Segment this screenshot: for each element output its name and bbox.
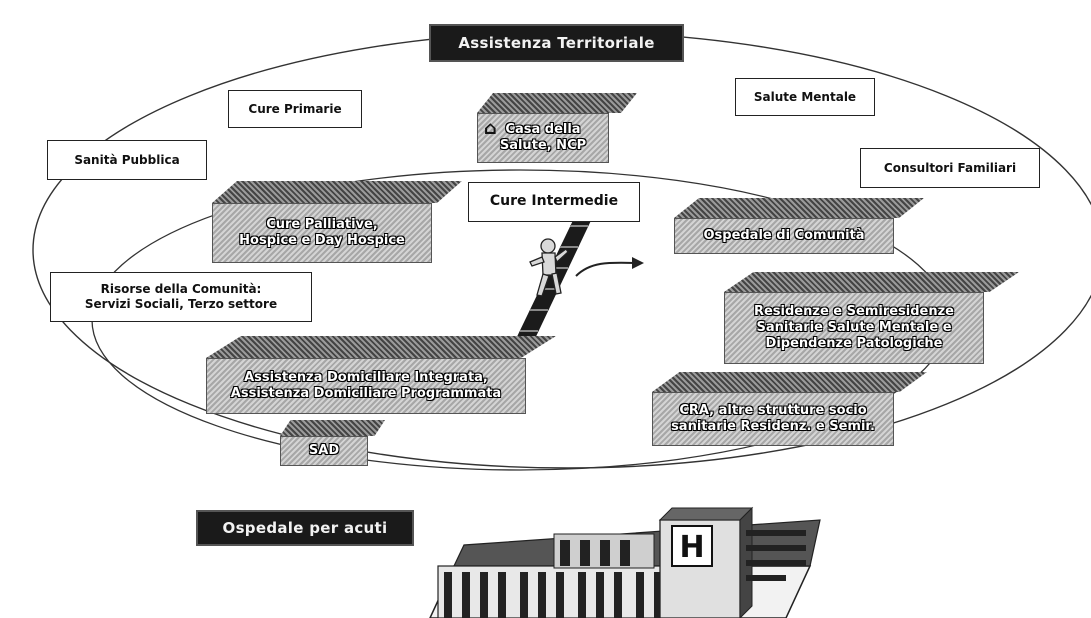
residenze-line1: Residenze e Semiresidenze [753,303,954,319]
cure-intermedie-label: Cure Intermedie [468,182,640,222]
risorse-comunita-label: Risorse della Comunità: Servizi Sociali,… [50,272,312,322]
residenze-line2: Sanitarie Salute Mentale e [756,319,952,335]
diagram-title: Assistenza Territoriale [429,24,684,62]
cure-primarie-label: Cure Primarie [228,90,362,128]
ospedale-comunita-text: Ospedale di Comunità [703,227,865,243]
consultori-familiari-label: Consultori Familiari [860,148,1040,188]
hospital-building-icon: H [429,506,821,618]
risorse-comunita-line2: Servizi Sociali, Terzo settore [84,297,278,311]
residenze-building: Residenze e Semiresidenze Sanitarie Salu… [724,272,1024,364]
cra-line1: CRA, altre strutture socio [679,402,867,418]
risorse-comunita-line1: Risorse della Comunità: [100,282,262,296]
diagram-title-text: Assistenza Territoriale [458,33,655,52]
adi-line2: Assistenza Domiciliare Programmata [230,386,502,401]
arrow-icon [575,257,644,277]
casa-salute-line2: Salute, NCP [499,138,587,153]
house-icon: ⌂ [484,118,497,139]
hospital-sign-text: H [679,530,704,565]
casa-salute-building: ⌂ Casa della Salute, NCP [477,93,649,163]
cure-primarie-text: Cure Primarie [248,101,342,116]
sad-building: SAD [280,420,390,466]
cra-line2: sanitarie Residenz. e Semir. [671,419,875,434]
cure-intermedie-text: Cure Intermedie [489,193,619,210]
person-walking-icon [529,238,569,297]
cra-building: CRA, altre strutture socio sanitarie Res… [652,372,932,446]
cure-palliative-building: Cure Palliative, Hospice e Day Hospice [212,181,468,263]
cure-palliative-line1: Cure Palliative, [266,216,378,232]
ospedale-comunita-building: Ospedale di Comunità [674,198,929,254]
residenze-line3: Dipendenze Patologiche [765,336,943,352]
ospedale-acuti-label: Ospedale per acuti [196,510,414,546]
casa-salute-line1: Casa della [505,121,581,137]
sad-text: SAD [308,442,340,458]
cure-palliative-line2: Hospice e Day Hospice [239,233,405,248]
adi-line1: Assistenza Domiciliare Integrata, [244,369,488,385]
sanita-pubblica-label: Sanità Pubblica [47,140,207,180]
salute-mentale-label: Salute Mentale [735,78,875,116]
assistenza-domiciliare-building: Assistenza Domiciliare Integrata, Assist… [206,336,561,414]
salute-mentale-text: Salute Mentale [753,89,857,104]
ospedale-acuti-text: Ospedale per acuti [222,518,388,537]
sanita-pubblica-text: Sanità Pubblica [74,152,180,167]
consultori-familiari-text: Consultori Familiari [883,160,1017,175]
